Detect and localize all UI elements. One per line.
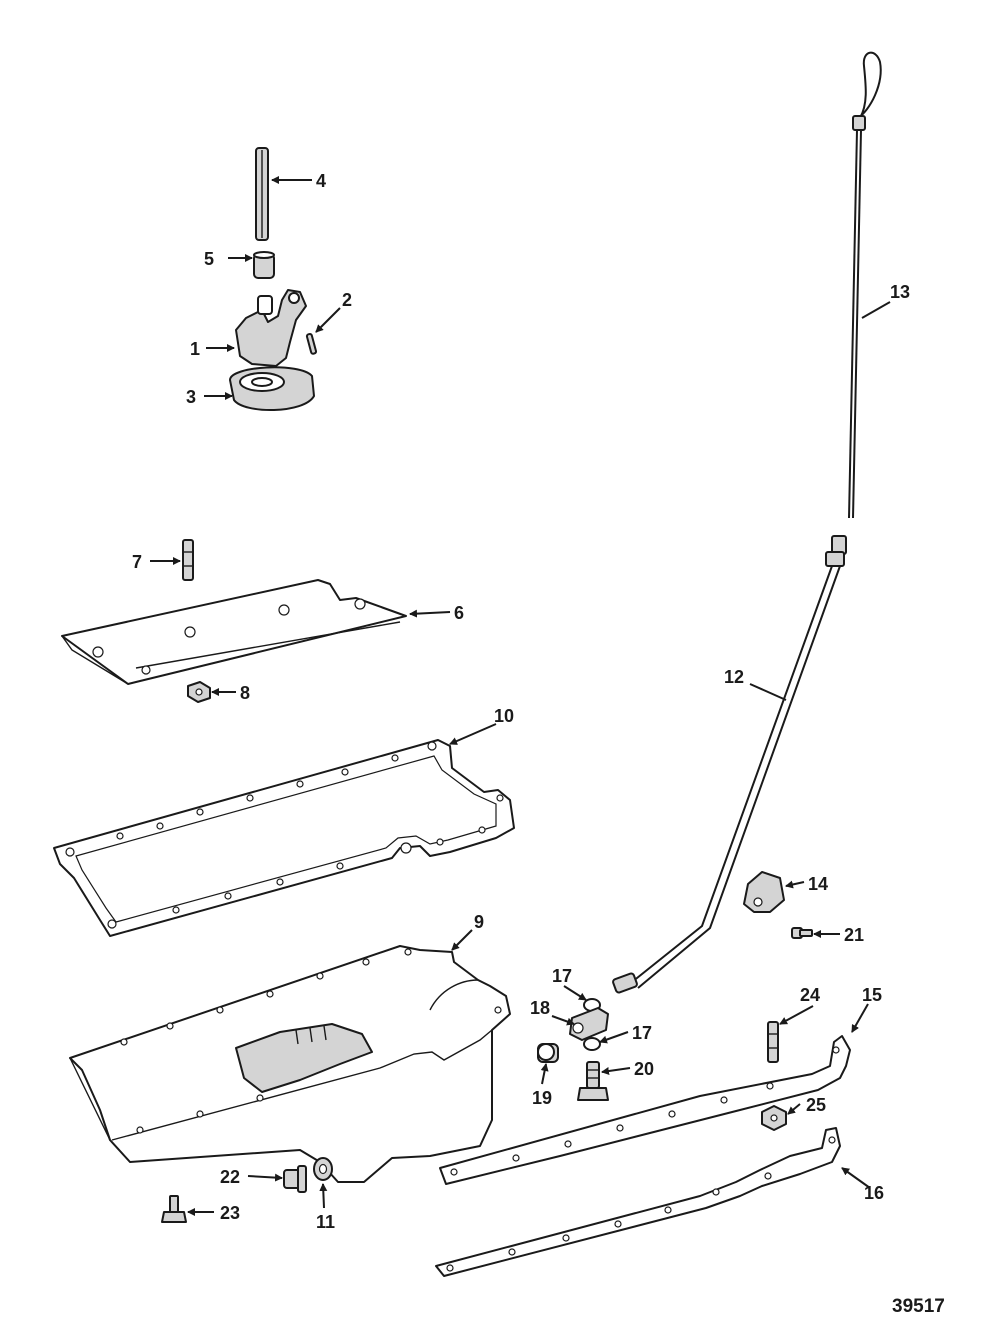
part-5-bushing — [253, 251, 275, 279]
part-1-oil-pump — [235, 289, 307, 367]
callout-25: 25 — [806, 1095, 826, 1115]
callout-24: 24 — [800, 985, 820, 1005]
part-19-plug — [537, 1043, 559, 1063]
callout-1: 1 — [190, 339, 200, 359]
part-8-nut — [187, 681, 211, 703]
part-22-drain-plug — [283, 1165, 307, 1193]
callout-labels: 4 5 2 1 3 7 6 8 10 9 11 12 13 14 21 15 1… — [132, 171, 910, 1232]
callout-22: 22 — [220, 1167, 240, 1187]
callout-3: 3 — [186, 387, 196, 407]
part-15-side-gasket — [439, 1035, 851, 1185]
callout-19: 19 — [532, 1088, 552, 1108]
part-21-screw — [791, 927, 813, 939]
part-23-bolt — [161, 1195, 187, 1223]
callout-20: 20 — [634, 1059, 654, 1079]
part-4-shaft — [255, 147, 269, 241]
callout-7: 7 — [132, 552, 142, 572]
part-18-elbow-fitting — [569, 1007, 609, 1041]
callout-17-upper: 17 — [552, 966, 572, 986]
part-7-stud — [182, 539, 194, 581]
callout-10: 10 — [494, 706, 514, 726]
part-9-oil-pan — [69, 945, 511, 1183]
part-3-pickup-screen — [229, 366, 315, 411]
part-17-o-ring-lower — [583, 1037, 601, 1051]
callout-6: 6 — [454, 603, 464, 623]
leader-lines — [150, 176, 891, 1216]
callout-9: 9 — [474, 912, 484, 932]
callout-18: 18 — [530, 998, 550, 1018]
part-10-pan-gasket — [53, 739, 515, 937]
callout-23: 23 — [220, 1203, 240, 1223]
part-16-side-gasket — [435, 1127, 841, 1277]
callout-12: 12 — [724, 667, 744, 687]
tube-fitting — [612, 972, 638, 994]
callout-17-lower: 17 — [632, 1023, 652, 1043]
callout-16: 16 — [864, 1183, 884, 1203]
part-20-adapter — [577, 1061, 609, 1101]
callout-2: 2 — [342, 290, 352, 310]
part-2-pin — [305, 333, 318, 355]
callout-14: 14 — [808, 874, 828, 894]
part-6-windage-tray — [61, 579, 407, 685]
part-11-washer — [313, 1157, 333, 1181]
part-13-dipstick — [848, 51, 882, 519]
callout-4: 4 — [316, 171, 326, 191]
callout-5: 5 — [204, 249, 214, 269]
callout-8: 8 — [240, 683, 250, 703]
part-12-dipstick-tube — [631, 535, 847, 989]
figure-number: 39517 — [892, 1296, 945, 1317]
part-25-nut — [761, 1105, 787, 1131]
part-14-clip — [743, 871, 785, 913]
callout-13: 13 — [890, 282, 910, 302]
callout-15: 15 — [862, 985, 882, 1005]
callout-21-upper: 21 — [844, 925, 864, 945]
callout-11: 11 — [316, 1212, 335, 1232]
part-24-stud — [767, 1021, 779, 1063]
